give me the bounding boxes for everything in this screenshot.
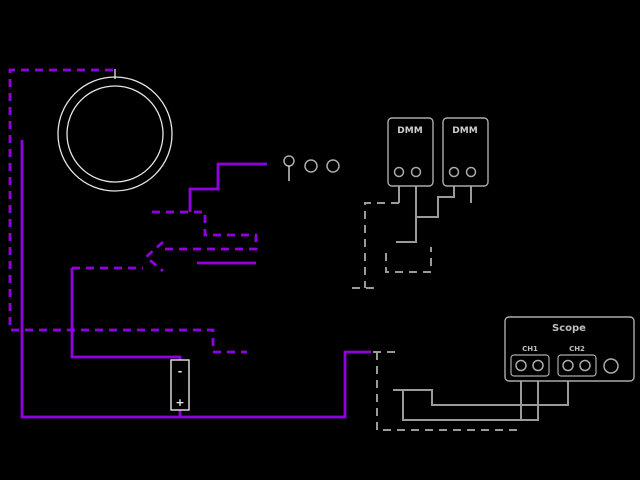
battery-minus-label: - [178,365,183,378]
dmm-1-label: DMM [397,126,422,136]
scope-ch1-terminal-left[interactable] [515,359,527,372]
wire-mid-staircase-dashed[interactable] [152,210,258,251]
terminal-post-2[interactable] [304,159,318,173]
scope[interactable]: Scope CH1 CH2 [504,316,635,382]
coil-inner-ring [66,85,164,183]
dmm-2[interactable]: DMM [442,117,489,187]
wire-coil-loop[interactable] [20,140,371,419]
dmm-1-terminal-left[interactable] [393,166,405,178]
wire-scope-dashed-run[interactable] [376,352,523,431]
wire-dmm2-staircase[interactable] [396,177,455,243]
terminal-post-1[interactable] [283,155,295,181]
battery[interactable]: - + [170,359,190,411]
scope-ch2-label: CH2 [569,345,585,353]
wire-dmm-dashed-hook[interactable] [385,247,432,273]
dmm-2-label: DMM [452,126,477,136]
scope-ch2-terminal-left[interactable] [562,359,574,372]
dmm-1[interactable]: DMM [387,117,434,187]
wire-dmm1-dashed-drop[interactable] [364,202,399,288]
wire-terminal-staircase[interactable] [188,162,267,212]
coil-outer-ring [57,76,173,192]
scope-ch1-label: CH1 [522,345,538,353]
battery-body [170,359,190,411]
wire-scope-ch1-run[interactable] [402,373,539,421]
coil[interactable] [57,69,173,192]
wire-coil-top-dashed[interactable] [8,68,247,354]
wire-battery-negative-run[interactable] [70,268,182,361]
scope-ch1-terminal-right[interactable] [532,359,544,372]
wire-scope-ch2-run[interactable] [393,373,569,406]
dmm-2-terminal-right[interactable] [465,166,477,178]
dmm-1-terminal-right[interactable] [410,166,422,178]
scope-power-button[interactable] [603,358,619,374]
terminal-post-circle [283,155,295,167]
dmm-2-terminal-left[interactable] [448,166,460,178]
scope-ch2-terminal-right[interactable] [579,359,591,372]
terminal-post-3[interactable] [326,159,340,173]
battery-plus-label: + [175,396,184,409]
terminal-posts [283,155,340,181]
wire-arrow-dashed[interactable] [143,240,164,273]
scope-label: Scope [552,323,586,334]
